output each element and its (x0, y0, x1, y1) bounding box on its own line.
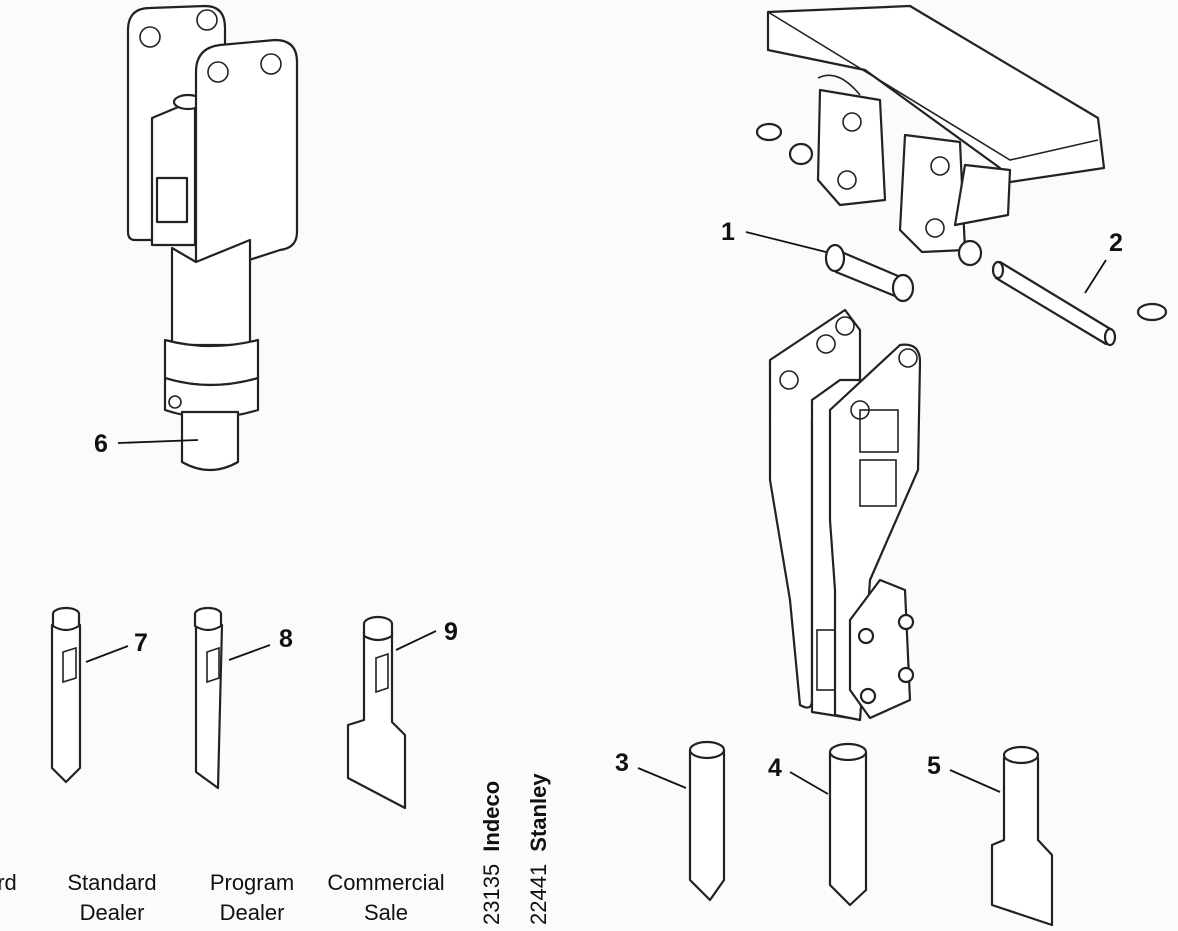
callout-9: 9 (444, 618, 458, 646)
callout-5-leader (949, 769, 1001, 793)
callout-9-leader (395, 630, 437, 651)
indeco-label: 23135 Indeco (479, 781, 504, 925)
callout-1-leader (745, 231, 827, 253)
indeco-brand: Indeco (479, 781, 504, 852)
callout-4: 4 (768, 754, 782, 782)
callout-2-leader (1084, 259, 1107, 294)
stanley-part-number: 22441 (526, 864, 551, 925)
caption-cut-off-line2: rd (0, 870, 17, 895)
breaker-assembly-drawing (126, 4, 299, 472)
caption-commercial-sale-line2: Sale (364, 900, 408, 925)
callout-2: 2 (1109, 229, 1123, 257)
callout-1: 1 (721, 218, 735, 246)
tool-3-moil-point (688, 740, 726, 902)
indeco-part-number: 23135 (479, 864, 504, 925)
caption-standard-dealer-line2: Dealer (80, 900, 145, 925)
callout-7: 7 (134, 629, 148, 657)
part-2-pin-drawing (991, 260, 1168, 347)
tool-9-spade (346, 615, 407, 810)
callout-8: 8 (279, 625, 293, 653)
callout-7-leader (85, 645, 129, 663)
caption-program-dealer-line2: Dealer (220, 900, 285, 925)
tool-7-moil-point (50, 606, 82, 784)
callout-6: 6 (94, 430, 108, 458)
part-1-bushing-drawing (824, 243, 915, 303)
tool-4-chisel (828, 742, 868, 907)
callout-5: 5 (927, 752, 941, 780)
caption-program-dealer-line1: Program (210, 870, 294, 895)
callout-3: 3 (615, 749, 629, 777)
callout-6-leader (117, 439, 199, 444)
stanley-label: 22441 Stanley (526, 773, 551, 925)
tool-5-spade (990, 745, 1054, 927)
callout-8-leader (228, 644, 271, 661)
callout-3-leader (637, 767, 687, 789)
mounting-bracket-drawing (755, 4, 1106, 267)
caption-commercial-sale-line1: Commercial (327, 870, 444, 895)
stanley-brand: Stanley (526, 773, 551, 852)
callout-4-leader (789, 771, 829, 795)
caption-standard-dealer-line1: Standard (67, 870, 156, 895)
breaker-housing-drawing (768, 308, 922, 722)
tool-8-chisel (193, 606, 224, 790)
